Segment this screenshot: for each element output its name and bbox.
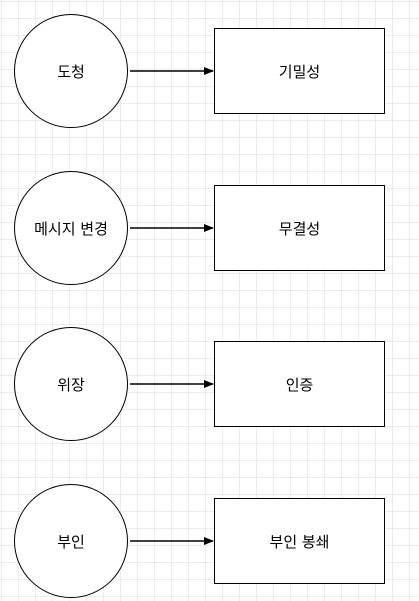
threat-node-masquerade: 위장 (14, 327, 128, 441)
threat-label: 메시지 변경 (34, 219, 108, 238)
property-label: 인증 (285, 375, 314, 394)
property-node-non-repudiation: 부인 봉쇄 (214, 498, 385, 584)
threat-node-message-modification: 메시지 변경 (14, 171, 128, 285)
property-label: 무결성 (278, 219, 321, 238)
threat-label: 부인 (57, 532, 85, 551)
threat-node-repudiation: 부인 (14, 484, 128, 598)
property-node-integrity: 무결성 (214, 185, 385, 271)
property-node-confidentiality: 기밀성 (214, 28, 385, 114)
property-label: 부인 봉쇄 (269, 532, 330, 551)
threat-node-eavesdropping: 도청 (14, 14, 128, 128)
threat-label: 도청 (57, 62, 85, 81)
property-label: 기밀성 (278, 62, 321, 81)
threat-label: 위장 (57, 375, 85, 394)
property-node-authentication: 인증 (214, 341, 385, 427)
